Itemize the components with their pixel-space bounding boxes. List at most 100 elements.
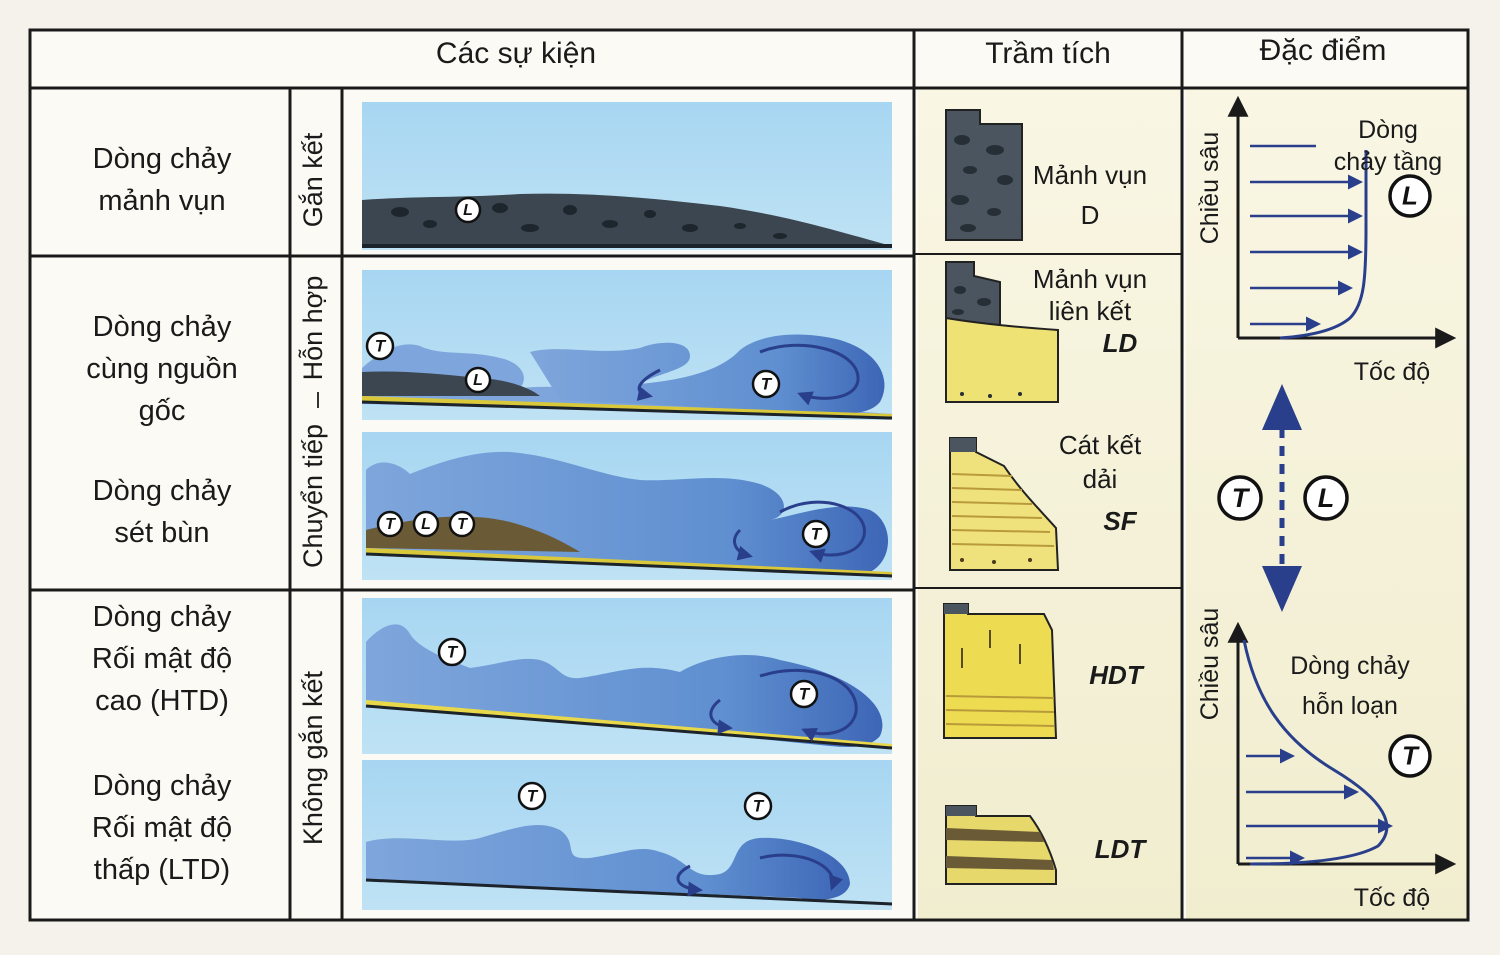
row-label-ltd: Dòng chảy Rối mật độ thấp (LTD) xyxy=(92,770,232,886)
event-panel-htd xyxy=(362,598,893,754)
turbulent-profile-graph: Chiều sâu Tốc độ Dòng chảy hỗn loạn xyxy=(1196,608,1457,912)
row-label-debris-flow: Dòng chảy mảnh vụn xyxy=(93,143,232,217)
sediment-log-sf xyxy=(949,437,1060,571)
row-label-line: sét bùn xyxy=(114,517,209,549)
eddy-arrow xyxy=(759,668,858,742)
eddy-arrow xyxy=(709,698,733,735)
turbulent-flow-body xyxy=(366,824,850,900)
seafloor-line xyxy=(361,400,893,420)
row-label-line: Dòng chảy xyxy=(93,475,232,507)
row-label-line: Dòng chảy xyxy=(93,601,232,633)
turbulent-flow-symbol: T xyxy=(376,510,404,538)
eddy-arrow xyxy=(676,864,703,897)
event-panel-cogenetic xyxy=(361,270,893,420)
svg-text:T: T xyxy=(811,524,823,543)
flow-tail xyxy=(362,344,892,414)
sediment-log-hdt xyxy=(943,603,1058,739)
svg-text:L: L xyxy=(463,202,473,219)
turbulent-flow-symbol: T xyxy=(1388,734,1432,778)
header-events: Các sự kiện xyxy=(436,37,596,70)
event-panel-debris xyxy=(362,102,892,250)
event-panel-ltd xyxy=(362,760,893,910)
sediment-log-ld xyxy=(945,261,1059,403)
laminar-flow-symbol: L xyxy=(1303,475,1349,521)
row-label-line: gốc xyxy=(139,395,186,427)
sediment-code-ldt: LDT xyxy=(1095,834,1148,864)
turbulent-flow-symbol: T xyxy=(517,781,547,811)
turbulent-flow-symbol: T xyxy=(801,519,831,549)
seafloor-line xyxy=(365,878,893,906)
turbulent-flow-symbol: T xyxy=(751,369,781,399)
event-panel-mudflow xyxy=(362,432,893,580)
turbulent-flow-symbol: T xyxy=(448,510,476,538)
velocity-arrows xyxy=(1246,748,1393,866)
turbulent-flow-symbol: T xyxy=(789,679,819,709)
svg-text:T: T xyxy=(761,374,773,393)
eddy-arrow xyxy=(759,853,844,891)
sediment-name: Mảnh vụn xyxy=(1033,264,1147,294)
row-label-line: Rối mật độ xyxy=(92,812,232,844)
svg-text:T: T xyxy=(1402,740,1420,770)
graph-title: hỗn loạn xyxy=(1302,691,1398,720)
y-axis-label: Chiều sâu xyxy=(1196,608,1224,721)
sediment-name: liên kết xyxy=(1049,296,1132,326)
row-label-line: Dòng chảy xyxy=(93,770,232,802)
row-label-line: Dòng chảy xyxy=(93,143,232,175)
sediment-code-ld: LD xyxy=(1103,328,1138,358)
laminar-flow-symbol: L xyxy=(464,366,492,394)
row-label-line: Rối mật độ xyxy=(92,643,232,675)
turbulent-flow-body xyxy=(366,624,883,747)
row-label-line: cao (HTD) xyxy=(95,685,229,717)
svg-text:L: L xyxy=(421,516,431,533)
velocity-arrows xyxy=(1250,144,1363,332)
row-label-line: thấp (LTD) xyxy=(94,854,230,886)
svg-text:T: T xyxy=(527,786,539,805)
header-sediment: Trầm tích xyxy=(985,37,1111,70)
y-axis-label: Chiều sâu xyxy=(1196,132,1224,245)
turbulent-flow-symbol: T xyxy=(1217,475,1263,521)
sediment-name: Cát kết xyxy=(1059,430,1142,460)
sediment-code-sf: SF xyxy=(1103,506,1137,536)
sediment-code-d: D xyxy=(1081,200,1100,230)
flow-symbols: L T L T T L T T T T T T L T L T xyxy=(365,174,1432,821)
svg-text:T: T xyxy=(799,684,811,703)
category-non-cohesive: Không gắn kết xyxy=(297,670,328,845)
debris-layer xyxy=(362,371,540,396)
svg-text:L: L xyxy=(473,372,483,389)
category-cohesive: Gắn kết xyxy=(297,132,328,227)
svg-text:T: T xyxy=(753,796,765,815)
row-label-line: mảnh vụn xyxy=(98,185,225,217)
velocity-profile xyxy=(1242,639,1389,866)
turbulent-flow-symbol: T xyxy=(365,331,395,361)
row-label-htd: Dòng chảy Rối mật độ cao (HTD) xyxy=(92,601,232,717)
graph-title: chảy tầng xyxy=(1334,148,1442,176)
table-border xyxy=(28,28,1470,922)
sediment-log-ldt xyxy=(945,805,1057,885)
laminar-flow-symbol: L xyxy=(412,510,440,538)
eddy-arrow xyxy=(779,500,866,563)
graph-title: Dòng xyxy=(1358,116,1418,144)
sediment-name: dải xyxy=(1083,464,1118,494)
debris-clasts xyxy=(391,203,787,239)
turbulent-head xyxy=(530,334,885,414)
transition-arrow xyxy=(1262,384,1302,612)
laminar-flow-symbol: L xyxy=(1388,174,1432,218)
row-label-line: Dòng chảy xyxy=(93,311,232,343)
svg-text:L: L xyxy=(1402,180,1418,210)
turbulent-flow-symbol: T xyxy=(743,791,773,821)
header-features: Đặc điểm xyxy=(1260,34,1387,67)
turbulent-flow-symbol: T xyxy=(437,637,467,667)
velocity-profile xyxy=(1279,150,1368,340)
svg-text:T: T xyxy=(1232,483,1251,513)
laminar-profile-graph: Chiều sâu Tốc độ Dòng chảy tầng xyxy=(1196,95,1457,386)
svg-text:T: T xyxy=(385,516,396,533)
table-grid xyxy=(28,28,1470,922)
svg-text:T: T xyxy=(375,336,387,355)
category-transitional: Chuyển tiếp xyxy=(298,424,328,568)
sediment-code-hdt: HDT xyxy=(1089,660,1145,690)
x-axis-label: Tốc độ xyxy=(1354,358,1430,386)
category-mixed: Hỗn hợp xyxy=(297,276,328,381)
laminar-flow-symbol: L xyxy=(454,196,482,224)
svg-text:T: T xyxy=(457,516,468,533)
